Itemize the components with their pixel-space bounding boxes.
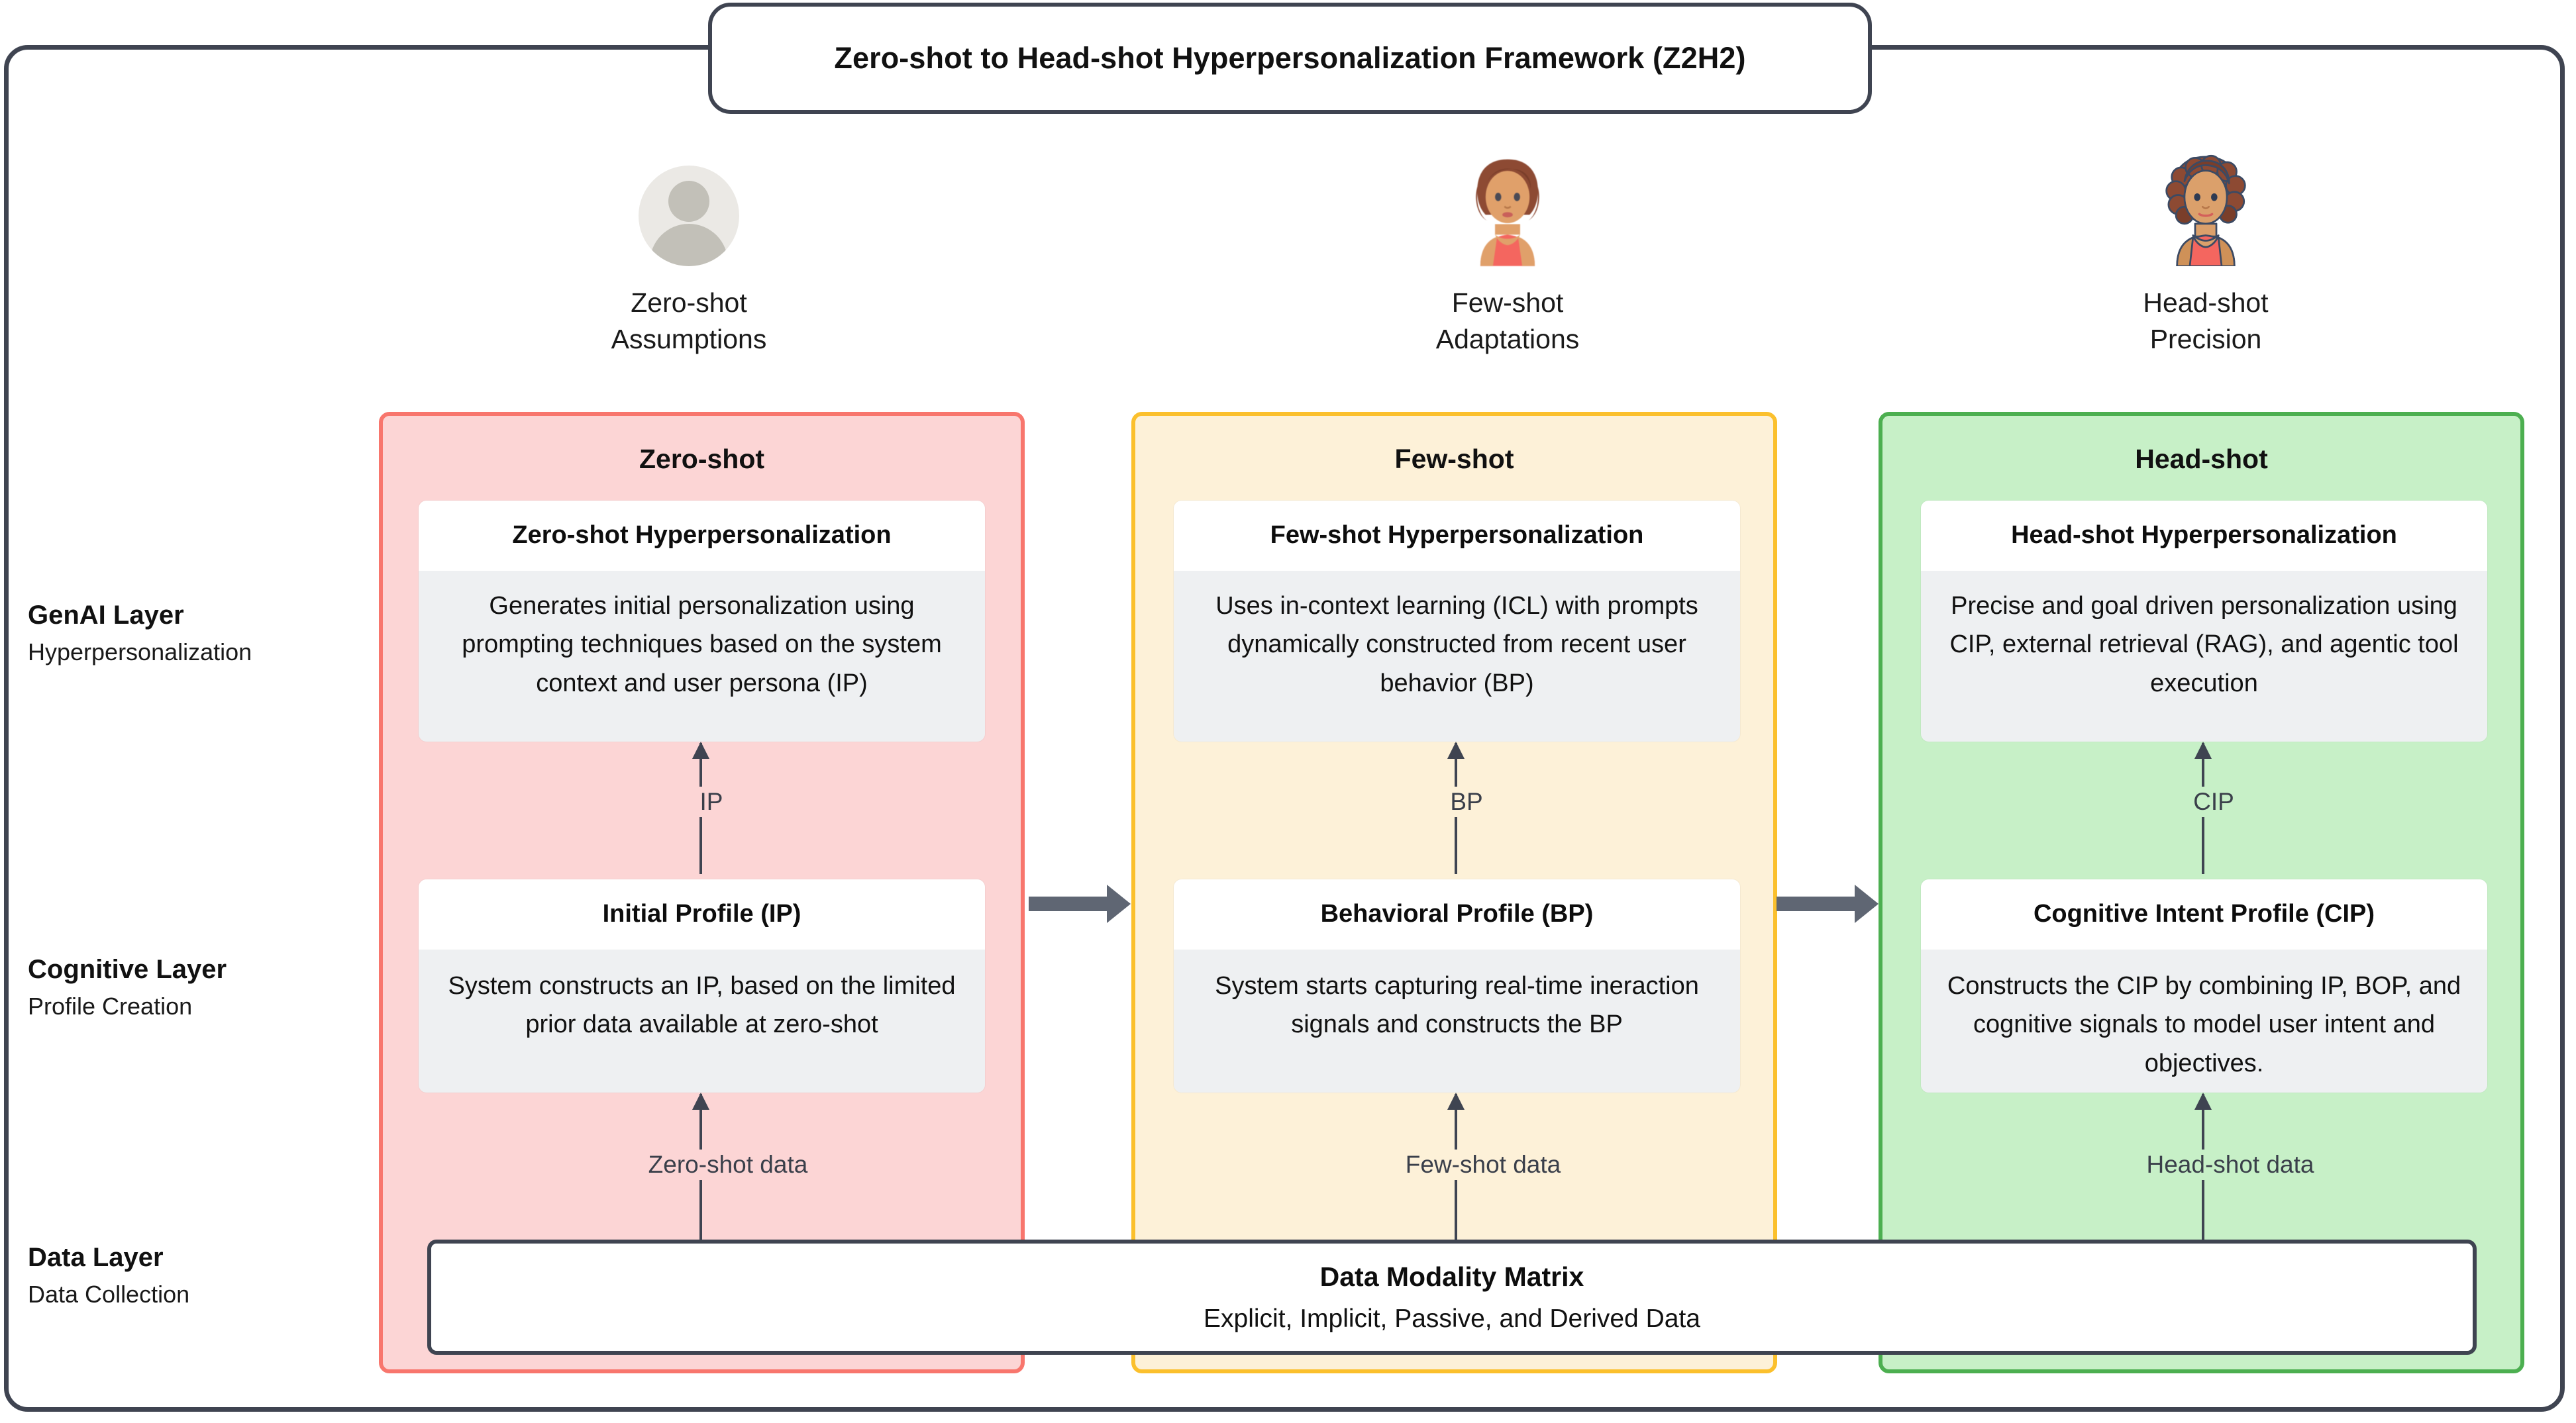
persona-descriptor-head-shot: Precision: [2149, 323, 2262, 354]
layer-name-genai: GenAI Layer: [28, 601, 184, 630]
column-few-shot: Few-shot Few-shot Hyperpersonalization U…: [1131, 412, 1777, 1373]
page-title: Zero-shot to Head-shot Hyperpersonalizat…: [834, 41, 1746, 75]
card-initial-profile: Initial Profile (IP) System constructs a…: [419, 879, 985, 1093]
card-cognitive-intent-profile: Cognitive Intent Profile (CIP) Construct…: [1921, 879, 2487, 1093]
connector-arrow-zero-to-few: [1029, 897, 1107, 911]
data-modality-matrix: Data Modality Matrix Explicit, Implicit,…: [427, 1240, 2477, 1355]
card-head-shot-hyperpersonalization: Head-shot Hyperpersonalization Precise a…: [1921, 501, 2487, 742]
card-title-few-shot-hyperpersonalization: Few-shot Hyperpersonalization: [1174, 501, 1740, 571]
connector-arrow-few-to-head: [1777, 897, 1855, 911]
layer-name-data: Data Layer: [28, 1243, 164, 1272]
arrow-label-ip: IP: [601, 787, 821, 817]
persona-avatar-head-shot: [2034, 154, 2378, 266]
card-body-behavioral-profile: System starts capturing real-time inerac…: [1174, 949, 1740, 1064]
card-title-head-shot-hyperpersonalization: Head-shot Hyperpersonalization: [1921, 501, 2487, 571]
layer-subtitle-genai: Hyperpersonalization: [28, 638, 252, 665]
arrow-label-zero-shot-data: Zero-shot data: [601, 1150, 854, 1180]
woman-avatar-low-detail-icon: [1476, 159, 1539, 266]
card-title-cognitive-intent-profile: Cognitive Intent Profile (CIP): [1921, 879, 2487, 950]
arrow-label-bp: BP: [1357, 787, 1576, 817]
column-title-zero-shot: Zero-shot: [639, 444, 765, 474]
card-behavioral-profile: Behavioral Profile (BP) System starts ca…: [1174, 879, 1740, 1093]
card-body-zero-shot-hyperpersonalization: Generates initial personalization using …: [419, 570, 985, 723]
persona-descriptor-zero-shot: Assumptions: [611, 323, 767, 354]
card-few-shot-hyperpersonalization: Few-shot Hyperpersonalization Uses in-co…: [1174, 501, 1740, 742]
data-modality-matrix-title: Data Modality Matrix: [1319, 1261, 1584, 1292]
column-title-head-shot: Head-shot: [2135, 444, 2268, 474]
layer-subtitle-cognitive: Profile Creation: [28, 992, 193, 1020]
layer-name-cognitive: Cognitive Layer: [28, 955, 227, 984]
column-title-few-shot: Few-shot: [1394, 444, 1514, 474]
gray-silhouette-avatar-icon: [639, 166, 739, 266]
card-title-behavioral-profile: Behavioral Profile (BP): [1174, 879, 1740, 950]
layer-label-cognitive: Cognitive Layer Profile Creation: [28, 954, 399, 1021]
persona-zero-shot: Zero-shot Assumptions: [517, 154, 861, 357]
layer-label-genai: GenAI Layer Hyperpersonalization: [28, 599, 399, 667]
persona-name-few-shot: Few-shot: [1451, 287, 1564, 318]
card-zero-shot-hyperpersonalization: Zero-shot Hyperpersonalization Generates…: [419, 501, 985, 742]
layer-label-data: Data Layer Data Collection: [28, 1242, 399, 1309]
arrow-label-head-shot-data: Head-shot data: [2104, 1150, 2357, 1180]
data-modality-matrix-subtitle: Explicit, Implicit, Passive, and Derived…: [1204, 1304, 1700, 1333]
column-zero-shot: Zero-shot Zero-shot Hyperpersonalization…: [379, 412, 1025, 1373]
card-body-initial-profile: System constructs an IP, based on the li…: [419, 949, 985, 1064]
persona-avatar-few-shot: [1335, 154, 1680, 266]
framework-title-box: Zero-shot to Head-shot Hyperpersonalizat…: [708, 3, 1872, 114]
arrow-label-cip: CIP: [2104, 787, 2324, 817]
persona-head-shot: Head-shot Precision: [2034, 154, 2378, 357]
persona-name-zero-shot: Zero-shot: [631, 287, 747, 318]
card-title-initial-profile: Initial Profile (IP): [419, 879, 985, 950]
card-body-few-shot-hyperpersonalization: Uses in-context learning (ICL) with prom…: [1174, 570, 1740, 723]
layer-subtitle-data: Data Collection: [28, 1280, 190, 1308]
column-head-shot: Head-shot Head-shot Hyperpersonalization…: [1879, 412, 2524, 1373]
persona-descriptor-few-shot: Adaptations: [1435, 323, 1580, 354]
card-body-cognitive-intent-profile: Constructs the CIP by combining IP, BOP,…: [1921, 949, 2487, 1093]
persona-few-shot: Few-shot Adaptations: [1335, 154, 1680, 357]
persona-avatar-zero-shot: [517, 154, 861, 266]
persona-name-head-shot: Head-shot: [2143, 287, 2269, 318]
card-title-zero-shot-hyperpersonalization: Zero-shot Hyperpersonalization: [419, 501, 985, 571]
card-body-head-shot-hyperpersonalization: Precise and goal driven personalization …: [1921, 570, 2487, 723]
arrow-label-few-shot-data: Few-shot data: [1357, 1150, 1610, 1180]
woman-avatar-high-detail-icon: [2165, 154, 2246, 266]
